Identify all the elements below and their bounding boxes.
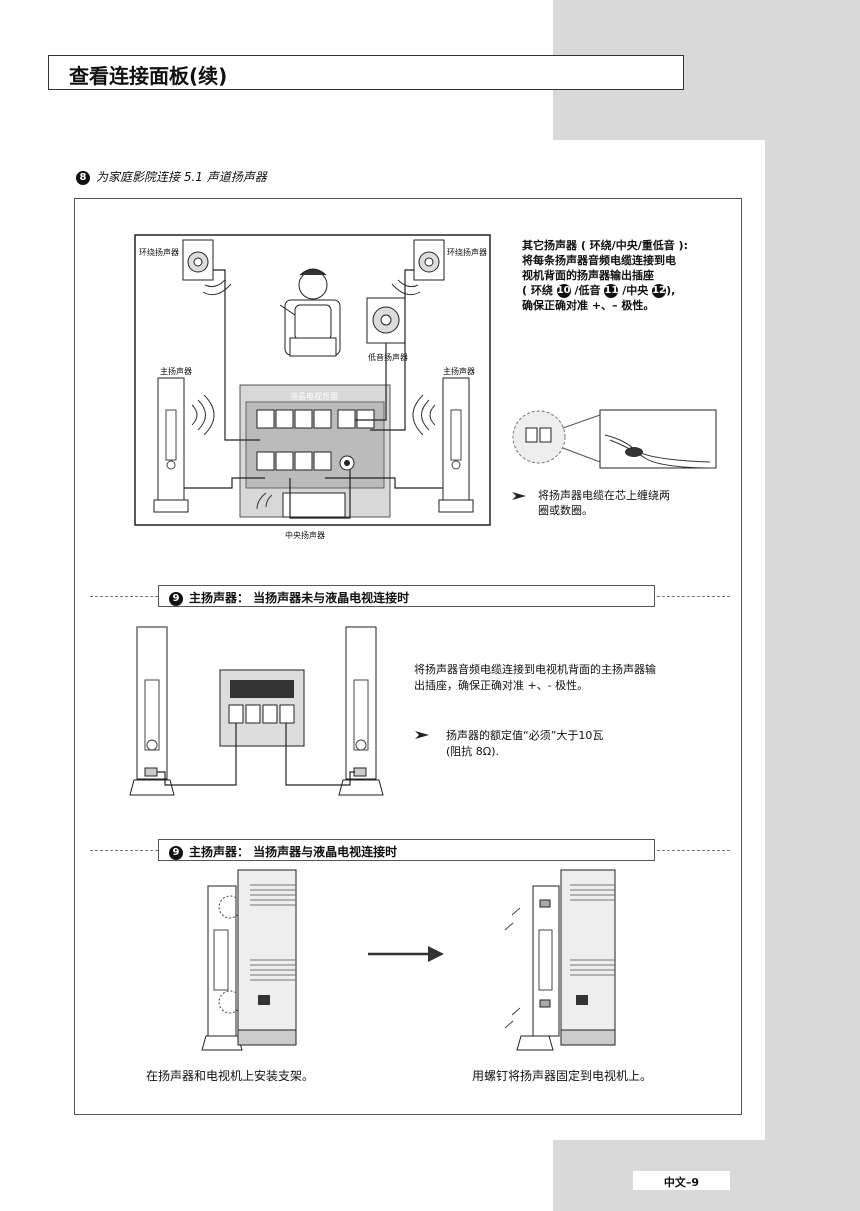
main-speaker-cables bbox=[157, 723, 355, 786]
section9a-number: 9 bbox=[169, 591, 183, 606]
number-badge-10: 10 bbox=[556, 284, 571, 298]
section8-number: 8 bbox=[76, 170, 90, 185]
page-number-box: 中文–9 bbox=[633, 1171, 730, 1190]
tip-arrow-icon-2 bbox=[415, 731, 429, 739]
section9a-desc-line2: 出插座，确保正确对准 +、- 极性。 bbox=[414, 679, 589, 692]
section8-title: 为家庭影院连接 5.1 声道扬声器 bbox=[96, 170, 267, 184]
surround-speaker-left-icon bbox=[182, 239, 232, 296]
label-tv-back: 液晶电视背面 bbox=[290, 392, 338, 401]
label-surround-right: 环绕扬声器 bbox=[447, 248, 487, 257]
section8-heading: 8 为家庭影院连接 5.1 声道扬声器 bbox=[76, 168, 267, 185]
label-surround-left: 环绕扬声器 bbox=[139, 248, 179, 257]
caption-fix-screws: 用螺钉将扬声器固定到电视机上。 bbox=[472, 1069, 653, 1083]
tip-arrow-icon bbox=[512, 492, 526, 500]
label-subwoofer: 低音扬声器 bbox=[368, 353, 408, 362]
other-speakers-line4: 确保正确对准 +、– 极性。 bbox=[522, 299, 655, 312]
side-band bbox=[765, 140, 860, 1211]
other-speakers-line3: ( 环绕 10 /低音 11 /中央 12), bbox=[522, 283, 675, 298]
other-speakers-line2: 视机背面的扬声器输出插座 bbox=[522, 269, 654, 282]
other-speakers-heading: 其它扬声器 ( 环绕/中央/重低音 ): bbox=[522, 239, 688, 252]
surround-speaker-right-icon bbox=[391, 239, 445, 296]
room-outline bbox=[134, 234, 491, 526]
terminal-closeup-icon bbox=[512, 409, 717, 469]
other-speakers-line1: 将每条扬声器音频电缆连接到电 bbox=[522, 254, 676, 267]
content-frame bbox=[74, 198, 742, 1115]
section9a-heading: 9 主扬声器： 当扬声器未与液晶电视连接时 bbox=[169, 589, 409, 606]
page-title: 查看连接面板(续) bbox=[69, 64, 228, 88]
main-speaker-terminal-icon bbox=[219, 669, 305, 747]
label-center: 中央扬声器 bbox=[285, 531, 325, 540]
line3-part-b: /低音 bbox=[570, 284, 605, 297]
section9a-desc-line1: 将扬声器音频电缆连接到电视机背面的主扬声器输 bbox=[414, 663, 656, 676]
line3-part-a: ( 环绕 bbox=[522, 284, 557, 297]
main-speaker-left-tall-icon bbox=[129, 626, 175, 796]
tip-line2: 圈或数圈。 bbox=[538, 504, 593, 517]
number-badge-11: 11 bbox=[604, 284, 619, 298]
section9a-tip-line2: (阻抗 8Ω). bbox=[446, 745, 499, 758]
subwoofer-icon bbox=[366, 297, 406, 344]
bracket-install-right-icon bbox=[504, 869, 616, 1051]
main-speaker-right-icon bbox=[412, 377, 474, 513]
line3-part-d: ), bbox=[666, 284, 676, 297]
tv-back-panel-icon bbox=[239, 384, 391, 518]
viewer-icon bbox=[279, 268, 341, 357]
label-main-right: 主扬声器 bbox=[443, 367, 475, 376]
section9a-title: 主扬声器： 当扬声器未与液晶电视连接时 bbox=[189, 591, 410, 605]
line3-part-c: /中央 bbox=[618, 284, 653, 297]
bracket-install-left-icon bbox=[201, 869, 297, 1051]
page-number: 中文–9 bbox=[663, 1176, 700, 1189]
section9a-tip-line1: 扬声器的额定值“必须”大于10瓦 bbox=[446, 729, 604, 742]
section9a-heading-box: 9 主扬声器： 当扬声器未与液晶电视连接时 bbox=[158, 585, 655, 607]
tip-line1: 将扬声器电缆在芯上缠绕两 bbox=[538, 489, 670, 502]
speaker-cables bbox=[184, 269, 443, 519]
main-speaker-left-icon bbox=[153, 377, 215, 513]
caption-install-bracket: 在扬声器和电视机上安装支架。 bbox=[146, 1069, 315, 1083]
section9b-heading: 9 主扬声器： 当扬声器与液晶电视连接时 bbox=[169, 843, 397, 860]
section9b-heading-box: 9 主扬声器： 当扬声器与液晶电视连接时 bbox=[158, 839, 655, 861]
label-main-left: 主扬声器 bbox=[160, 367, 192, 376]
section9b-title: 主扬声器： 当扬声器与液晶电视连接时 bbox=[189, 845, 398, 859]
section9b-number: 9 bbox=[169, 845, 183, 860]
main-speaker-right-tall-icon bbox=[338, 626, 384, 796]
page-title-box: 查看连接面板(续) bbox=[48, 55, 684, 90]
install-arrow-icon bbox=[428, 946, 444, 962]
number-badge-12: 12 bbox=[652, 284, 667, 298]
